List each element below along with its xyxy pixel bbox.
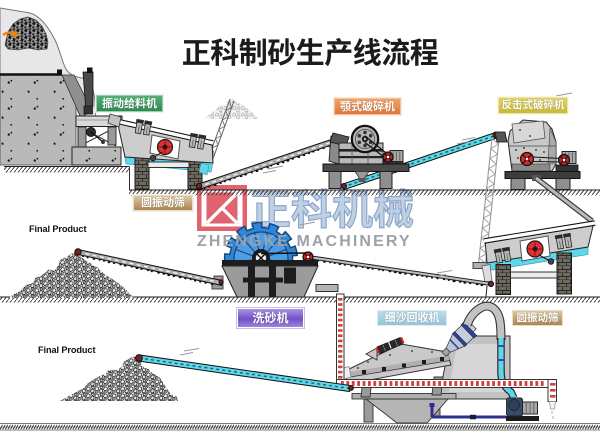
label-impact-crusher: 反击式破碎机	[498, 97, 568, 114]
screen-vibrator	[188, 132, 207, 150]
sand-washer	[211, 221, 339, 298]
final-product-text-2: Final Product	[38, 345, 96, 355]
ground-level-upper	[129, 189, 600, 196]
conveyor-recycler-to-pile-2	[135, 354, 354, 393]
vibrating-screen-2	[481, 220, 596, 295]
label-jaw-crusher: 颚式破碎机	[334, 98, 401, 115]
page-title: 正科制砂生产线流程	[181, 30, 439, 72]
quarry-mountain	[0, 7, 97, 166]
screened-stockpile	[204, 98, 260, 119]
impact-crusher	[494, 119, 594, 224]
vibrating-screen-1	[107, 113, 214, 190]
label-fine-sand-recycler: 细沙回收机	[377, 310, 447, 326]
ground-level-quarry	[4, 165, 130, 190]
label-vibrating-feeder: 振动给料机	[96, 95, 163, 112]
motion-lines	[179, 92, 573, 356]
vibrating-feeder	[71, 115, 123, 166]
watermark-english: ZHENGKE MACHINERY	[197, 233, 412, 250]
screen-vibrator	[554, 232, 573, 250]
label-circular-vibrating-screen-right: 圆振动筛	[512, 310, 563, 326]
final-product-pile-2	[60, 356, 178, 401]
slurry-pipe-striped	[336, 293, 557, 419]
jaw-crusher	[322, 124, 410, 189]
label-sand-washer: 洗砂机	[237, 308, 304, 328]
conveyor-to-jaw-crusher	[195, 135, 349, 191]
label-circular-vibrating-screen-left: 圆振动筛	[133, 195, 193, 211]
screen-vibrator	[134, 118, 153, 136]
ground-level-bottom	[0, 423, 600, 431]
final-product-pile-1	[8, 252, 135, 298]
screen-vibrator	[493, 246, 512, 264]
final-product-text-1: Final Product	[29, 224, 87, 234]
feed-direction-arrow-icon	[2, 30, 20, 38]
conveyor-washer-to-pile-1	[74, 248, 224, 286]
